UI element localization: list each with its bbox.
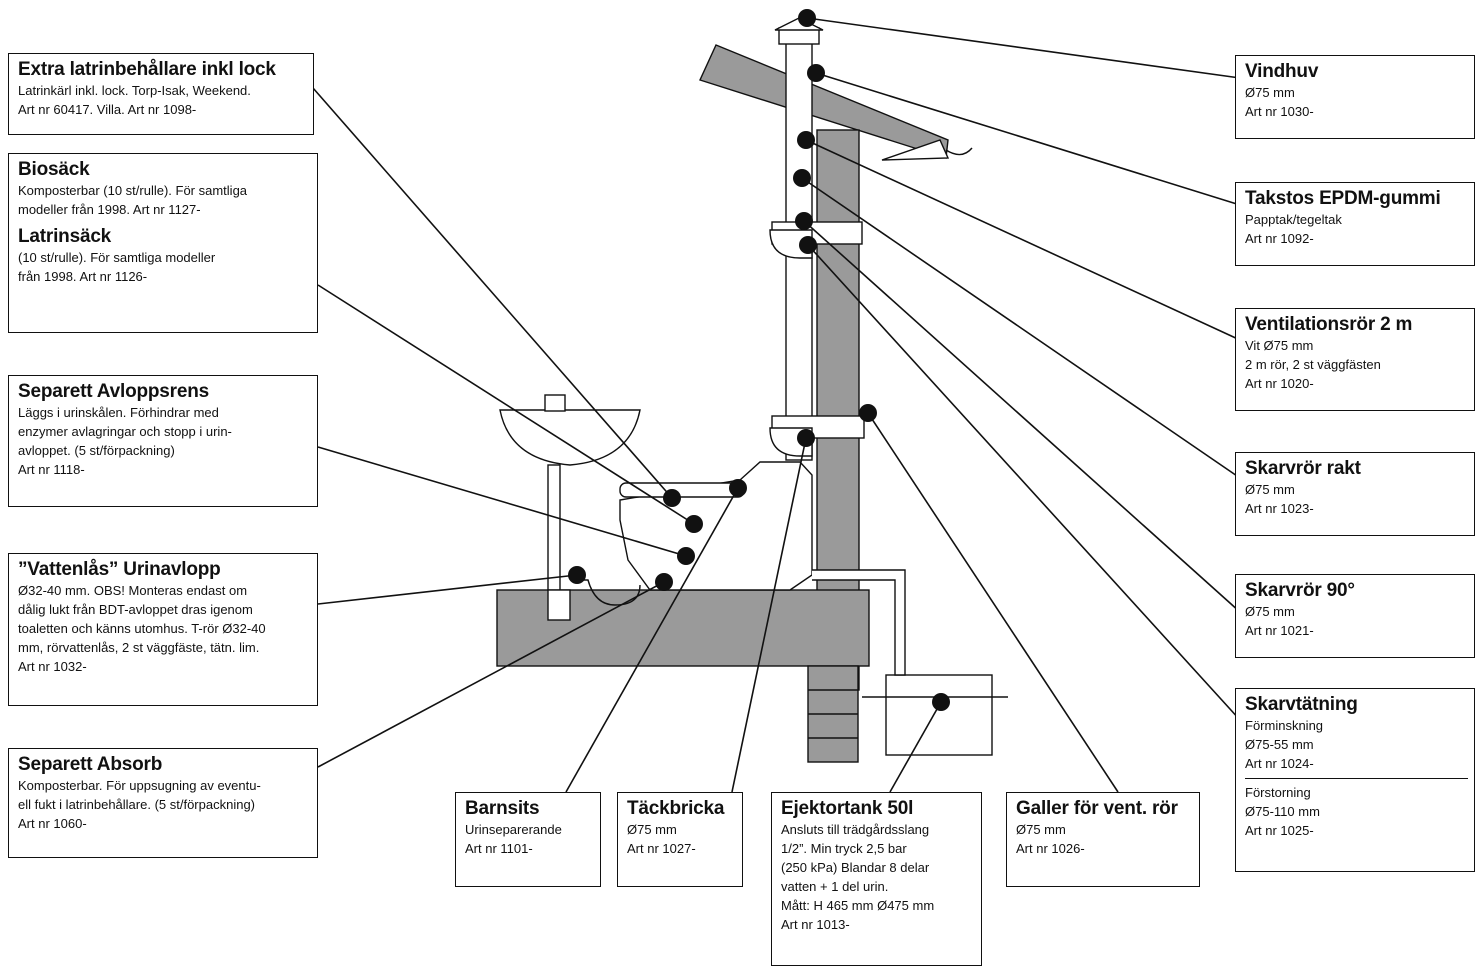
ejector-tank xyxy=(885,674,993,756)
dot-avloppsrens xyxy=(663,489,681,507)
callout-title: Separett Avloppsrens xyxy=(18,381,209,402)
callout-title: Täckbricka xyxy=(627,798,725,819)
callout-desc: Komposterbar (10 st/rulle). För samtliga… xyxy=(18,183,248,217)
divider xyxy=(1245,778,1468,779)
callout-desc: Ø75 mm Art nr 1026- xyxy=(1016,822,1085,856)
dot-absorb xyxy=(655,573,673,591)
callout-title: Biosäck xyxy=(18,159,90,180)
callout-desc: Ø75 mm Art nr 1023- xyxy=(1245,482,1314,516)
callout-desc: Vit Ø75 mm 2 m rör, 2 st väggfästen Art … xyxy=(1245,338,1381,391)
callout-title: Barnsits xyxy=(465,798,540,819)
dot-galler xyxy=(859,404,877,422)
callout-vattenlas: ”Vattenlås” Urinavlopp Ø32-40 mm. OBS! M… xyxy=(8,553,318,706)
callout-ejektortank: Ejektortank 50l Ansluts till trädgårdssl… xyxy=(771,792,982,966)
drain-pipe xyxy=(812,569,906,676)
callout-takstos: Takstos EPDM-gummi Papptak/tegeltak Art … xyxy=(1235,182,1475,266)
dot-ventilationsror xyxy=(797,131,815,149)
callout-desc: Papptak/tegeltak Art nr 1092- xyxy=(1245,212,1342,246)
gutter-hook xyxy=(945,147,973,156)
callout-desc: Ø75 mm Art nr 1021- xyxy=(1245,604,1314,638)
callout-tackbricka: Täckbricka Ø75 mm Art nr 1027- xyxy=(617,792,743,887)
callout-desc: Ø75 mm Art nr 1027- xyxy=(627,822,696,856)
dot-skarvror-90 xyxy=(795,212,813,230)
dot-extra-latrin xyxy=(685,515,703,533)
callout-skarvtatning: Skarvtätning Förminskning Ø75-55 mm Art … xyxy=(1235,688,1475,872)
dot-vindhuv xyxy=(798,9,816,27)
callout-extra-latrin: Extra latrinbehållare inkl lock Latrinkä… xyxy=(8,53,314,135)
callout-title: Galler för vent. rör xyxy=(1016,798,1178,819)
dot-skarvror-rakt xyxy=(793,169,811,187)
callout-skarvror-rakt: Skarvrör rakt Ø75 mm Art nr 1023- xyxy=(1235,452,1475,536)
callout-title: Vindhuv xyxy=(1245,61,1319,82)
callout-avloppsrens: Separett Avloppsrens Läggs i urinskålen.… xyxy=(8,375,318,507)
callout-desc-forstorning: Förstorning Ø75-110 mm Art nr 1025- xyxy=(1245,785,1320,838)
callout-desc: Komposterbar. För uppsugning av eventu- … xyxy=(18,778,261,831)
callout-title: Takstos EPDM-gummi xyxy=(1245,188,1441,209)
callout-desc-latrinsack: (10 st/rulle). För samtliga modeller frå… xyxy=(18,250,216,284)
callout-title: Extra latrinbehållare inkl lock xyxy=(18,59,276,80)
callout-title: Ejektortank 50l xyxy=(781,798,914,819)
callout-galler: Galler för vent. rör Ø75 mm Art nr 1026- xyxy=(1006,792,1200,887)
callout-title: ”Vattenlås” Urinavlopp xyxy=(18,559,221,580)
dot-tackbricka xyxy=(797,429,815,447)
callout-barnsits: Barnsits Urinseparerande Art nr 1101- xyxy=(455,792,601,887)
callout-title: Skarvrör rakt xyxy=(1245,458,1361,479)
callout-title: Skarvrör 90° xyxy=(1245,580,1355,601)
callout-absorb: Separett Absorb Komposterbar. För uppsug… xyxy=(8,748,318,858)
dot-vattenlas xyxy=(568,566,586,584)
callout-desc: Urinseparerande Art nr 1101- xyxy=(465,822,562,856)
callout-vindhuv: Vindhuv Ø75 mm Art nr 1030- xyxy=(1235,55,1475,139)
callout-desc: Ø32-40 mm. OBS! Monteras endast om dålig… xyxy=(18,583,266,674)
dot-barnsits xyxy=(729,479,747,497)
callout-biosack: Biosäck Komposterbar (10 st/rulle). För … xyxy=(8,153,318,333)
callout-ventilationsror: Ventilationsrör 2 m Vit Ø75 mm 2 m rör, … xyxy=(1235,308,1475,411)
callout-desc: Ansluts till trädgårdsslang 1/2”. Min tr… xyxy=(781,822,935,932)
dot-takstos xyxy=(807,64,825,82)
callout-desc: Läggs i urinskålen. Förhindrar med enzym… xyxy=(18,405,232,477)
callout-desc: Latrinkärl inkl. lock. Torp-Isak, Weeken… xyxy=(18,83,251,117)
dot-ejektortank xyxy=(932,693,950,711)
callout-title-latrinsack: Latrinsäck xyxy=(18,226,112,247)
gutter xyxy=(881,139,950,161)
callout-desc: Förminskning Ø75-55 mm Art nr 1024- xyxy=(1245,718,1324,771)
callout-desc: Ø75 mm Art nr 1030- xyxy=(1245,85,1314,119)
dot-skarvtatning xyxy=(799,236,817,254)
callout-title: Skarvtätning xyxy=(1245,694,1358,715)
callout-title: Ventilationsrör 2 m xyxy=(1245,314,1413,335)
dot-biosack xyxy=(677,547,695,565)
callout-skarvror-90: Skarvrör 90° Ø75 mm Art nr 1021- xyxy=(1235,574,1475,658)
callout-title: Separett Absorb xyxy=(18,754,163,775)
